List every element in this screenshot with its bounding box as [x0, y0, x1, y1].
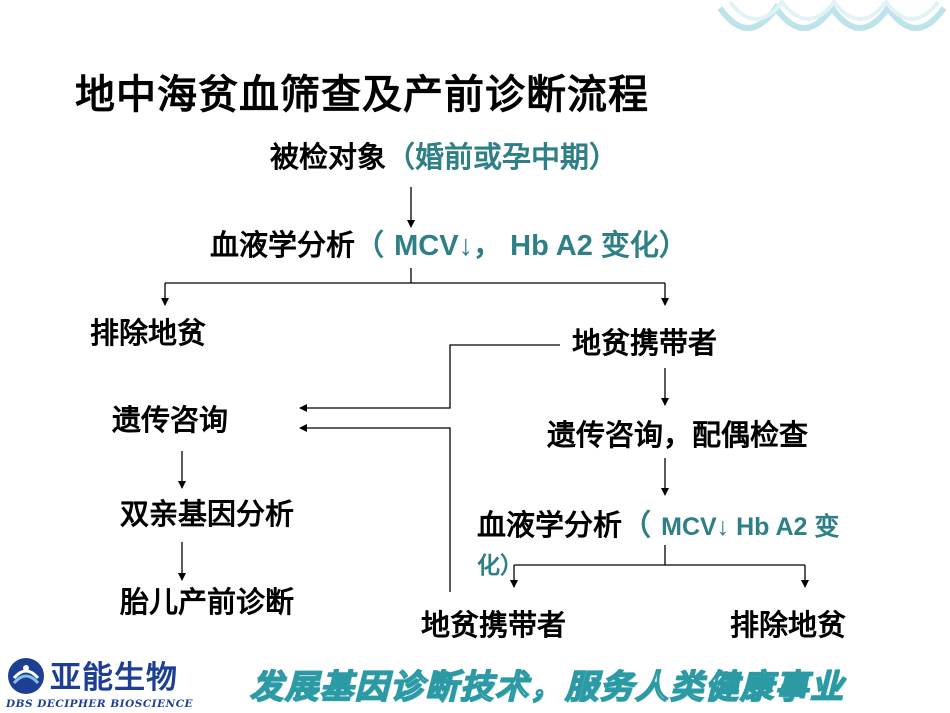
footer-slogan: 发展基因诊断技术，服务人类健康事业 [249, 666, 845, 707]
node-counsel-left: 遗传咨询 [112, 403, 229, 437]
node-blood-analysis-1: 血液学分析（ MCV↓， Hb A2 变化） [210, 228, 688, 264]
node-subject-note: （婚前或孕中期） [386, 140, 619, 174]
logo-sub-text: DECIPHER BIOSCIENCE [37, 698, 194, 710]
node-counsel-right: 遗传咨询，配偶检查 [547, 418, 809, 452]
node-blood2-label: 血液学分析 [477, 508, 623, 542]
flow-connectors [161, 187, 809, 592]
node-blood-analysis-2: 血液学分析（ MCV↓ Hb A2 变 [477, 508, 839, 543]
node-blood1-label: 血液学分析 [210, 228, 356, 262]
node-blood1-close: ） [658, 228, 688, 262]
node-exclude-1: 排除地贫 [90, 316, 207, 350]
node-prenatal: 胎儿产前诊断 [120, 585, 295, 619]
node-blood1-note: MCV↓， Hb A2 变化 [394, 230, 659, 262]
node-carrier-1: 地贫携带者 [572, 326, 718, 360]
node-blood2-note: MCV↓ Hb A2 变 [661, 513, 840, 541]
node-blood1-open: （ [355, 228, 395, 262]
node-blood2-open: （ [622, 508, 662, 542]
wave-decoration [717, 0, 947, 31]
node-subject: 被检对象（婚前或孕中期） [270, 140, 618, 175]
node-gene-analysis: 双亲基因分析 [120, 497, 295, 531]
node-exclude-2: 排除地贫 [730, 608, 847, 642]
connector-carrier1-to-counsel [299, 344, 560, 412]
node-subject-label: 被检对象 [270, 140, 387, 174]
company-logo-icon [8, 658, 44, 694]
node-blood2-line2: 化） [477, 552, 523, 579]
node-carrier-2: 地贫携带者 [421, 608, 567, 642]
logo-mark-text: DBS [6, 698, 34, 710]
page-title: 地中海贫血筛查及产前诊断流程 [75, 72, 649, 118]
footer-bar [0, 650, 950, 713]
company-name: 亚能生物 [50, 660, 178, 696]
connector-carrier2-to-counsel [299, 424, 451, 592]
company-subtitle: DBS DECIPHER BIOSCIENCE [6, 698, 193, 710]
